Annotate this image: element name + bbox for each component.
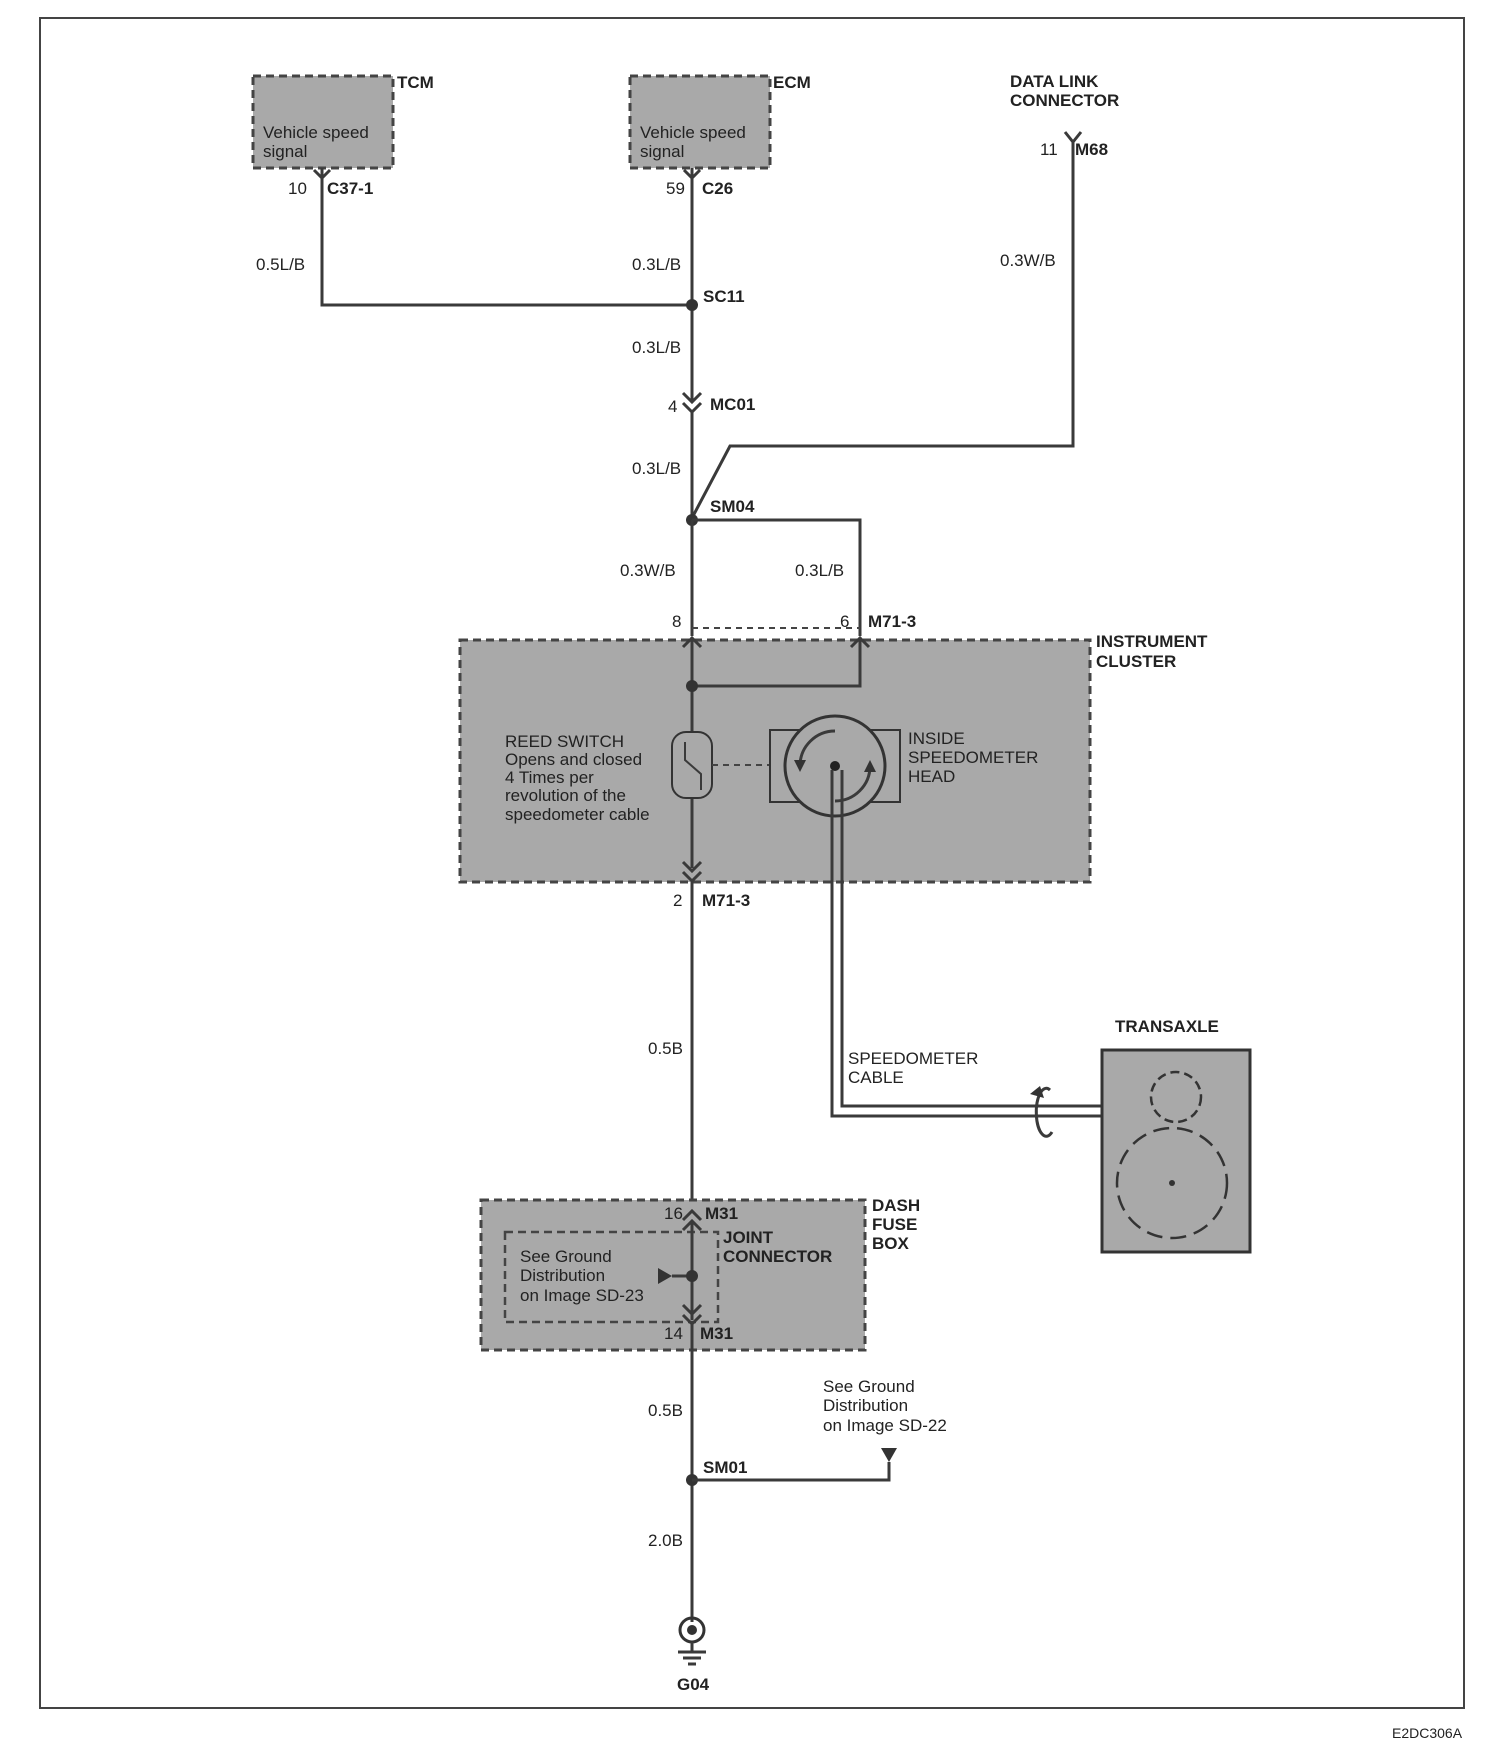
ground-ref-sd22-line2: Distribution xyxy=(823,1396,908,1415)
m31-bottom-pin-symbol xyxy=(681,1303,703,1327)
ecm-module: ECM Vehicle speed signal xyxy=(628,73,811,170)
dlc-pin: 11 xyxy=(1040,140,1058,159)
diagram-frame xyxy=(39,17,1465,1709)
transaxle-large-gear xyxy=(1115,1126,1229,1240)
sm01-label: SM01 xyxy=(703,1458,747,1477)
mc01-label: MC01 xyxy=(710,395,755,414)
ground-ref-sd22-line3: on Image SD-22 xyxy=(823,1416,947,1435)
mc01-pin: 4 xyxy=(668,397,677,416)
tcm-label: TCM xyxy=(397,73,434,92)
dlc-wire xyxy=(690,150,1075,519)
m71-pin-6: 6 xyxy=(840,612,849,631)
joint-connector-line1: JOINT xyxy=(723,1228,774,1247)
m31-bottom-pin: 14 xyxy=(664,1324,683,1343)
cable-rotation-arrowhead xyxy=(1030,1086,1044,1098)
speedometer-head-line3: HEAD xyxy=(908,767,955,786)
speedometer-arrow-arc1 xyxy=(798,729,836,767)
tcm-module: TCM Vehicle speed signal xyxy=(251,73,434,170)
cable-rotation-arrow xyxy=(1034,1086,1054,1138)
instrument-cluster-box xyxy=(458,638,1092,884)
speedometer-center xyxy=(830,761,840,771)
ground-ref-sd23-line1: See Ground xyxy=(520,1247,612,1266)
m31-top-pin: 16 xyxy=(664,1204,683,1223)
dash-fuse-box-line3: BOX xyxy=(872,1234,910,1253)
reed-switch-line5: speedometer cable xyxy=(505,805,650,824)
figure-code: E2DC306A xyxy=(1392,1725,1463,1741)
mc01-sm04-wire-label: 0.3L/B xyxy=(632,459,681,478)
tcm-pin-symbol xyxy=(312,168,332,181)
speedometer-cable-line1: SPEEDOMETER xyxy=(848,1049,978,1068)
sm04-branches xyxy=(690,518,862,636)
ecm-wire-label: 0.3L/B xyxy=(632,255,681,274)
ecm-inner-line2: signal xyxy=(640,142,684,161)
sc11-label: SC11 xyxy=(703,287,745,306)
ecm-pin: 59 xyxy=(666,179,685,198)
ground-ref-sd22-line1: See Ground xyxy=(823,1377,915,1396)
sm04-left-wire-label: 0.3W/B xyxy=(620,561,676,580)
dlc-label-line1: DATA LINK xyxy=(1010,72,1099,91)
sc11-mc01-wire-label: 0.3L/B xyxy=(632,338,681,357)
ecm-pin-symbol xyxy=(682,168,702,181)
ecm-label: ECM xyxy=(773,73,811,92)
m31-sm01-wire-label: 0.5B xyxy=(648,1401,683,1420)
dlc-label-line2: CONNECTOR xyxy=(1010,91,1119,110)
speedometer-head-line1: INSIDE xyxy=(908,729,965,748)
dash-fuse-box-line2: FUSE xyxy=(872,1215,917,1234)
m31-bottom-label: M31 xyxy=(700,1324,733,1343)
tcm-inner-line2: signal xyxy=(263,142,307,161)
sm01-ground-wire-label: 2.0B xyxy=(648,1531,683,1550)
ground-ref-sd23-line2: Distribution xyxy=(520,1266,605,1285)
joint-connector-splice xyxy=(686,1270,698,1282)
m71-bottom-label: M71-3 xyxy=(702,891,750,910)
speedometer-arrowhead1 xyxy=(794,760,806,772)
sc11-splice xyxy=(686,299,698,311)
speedometer-cable-line2: CABLE xyxy=(848,1068,904,1087)
tcm-pin: 10 xyxy=(288,179,307,198)
ground-ref-sd23-arrow xyxy=(658,1268,672,1284)
m71-bottom-pin: 2 xyxy=(673,891,682,910)
ground-label: G04 xyxy=(677,1675,710,1694)
reed-switch-line1: REED SWITCH xyxy=(505,732,624,751)
tcm-connector: C37-1 xyxy=(327,179,373,198)
joint-connector-box xyxy=(503,1230,720,1324)
dlc-wire-label: 0.3W/B xyxy=(1000,251,1056,270)
tcm-wire xyxy=(320,180,692,307)
reed-switch-line3: 4 Times per xyxy=(505,768,594,787)
reed-switch-line4: revolution of the xyxy=(505,786,626,805)
sm01-branch xyxy=(692,1462,891,1482)
transaxle-small-gear xyxy=(1149,1070,1203,1124)
ground-symbol xyxy=(678,1616,706,1666)
dash-fuse-box-line1: DASH xyxy=(872,1196,920,1215)
tcm-inner-line1: Vehicle speed xyxy=(263,123,369,142)
ecm-connector: C26 xyxy=(702,179,733,198)
sm04-label: SM04 xyxy=(710,497,755,516)
transaxle-label: TRANSAXLE xyxy=(1115,1017,1219,1036)
dlc-connector: M68 xyxy=(1075,140,1108,159)
tcm-wire-label: 0.5L/B xyxy=(256,255,305,274)
transaxle-gear-center xyxy=(1169,1180,1175,1186)
m31-top-pin-symbol xyxy=(681,1208,703,1232)
reed-switch-contact xyxy=(684,742,702,790)
ground-ref-sd22-arrow xyxy=(881,1448,897,1462)
joint-connector-line2: CONNECTOR xyxy=(723,1247,832,1266)
m71-bottom-pin-symbol xyxy=(681,860,703,884)
cluster-internal-splice xyxy=(686,680,698,692)
ecm-inner-line1: Vehicle speed xyxy=(640,123,746,142)
speedometer-arrowhead2 xyxy=(864,760,876,772)
reed-switch-line2: Opens and closed xyxy=(505,750,642,769)
m71-m31-wire-label: 0.5B xyxy=(648,1039,683,1058)
transaxle-box xyxy=(1100,1048,1252,1254)
m71-pin-8: 8 xyxy=(672,612,681,631)
speedometer-head-line2: SPEEDOMETER xyxy=(908,748,1038,767)
instrument-cluster-label-line1: INSTRUMENT xyxy=(1096,632,1208,651)
m31-top-label: M31 xyxy=(705,1204,738,1223)
instrument-cluster-label-line2: CLUSTER xyxy=(1096,652,1176,671)
speedometer-cable xyxy=(830,770,1160,1118)
sm04-right-wire-label: 0.3L/B xyxy=(795,561,844,580)
ground-ref-sd23-line3: on Image SD-23 xyxy=(520,1286,644,1305)
m71-top-label: M71-3 xyxy=(868,612,916,631)
